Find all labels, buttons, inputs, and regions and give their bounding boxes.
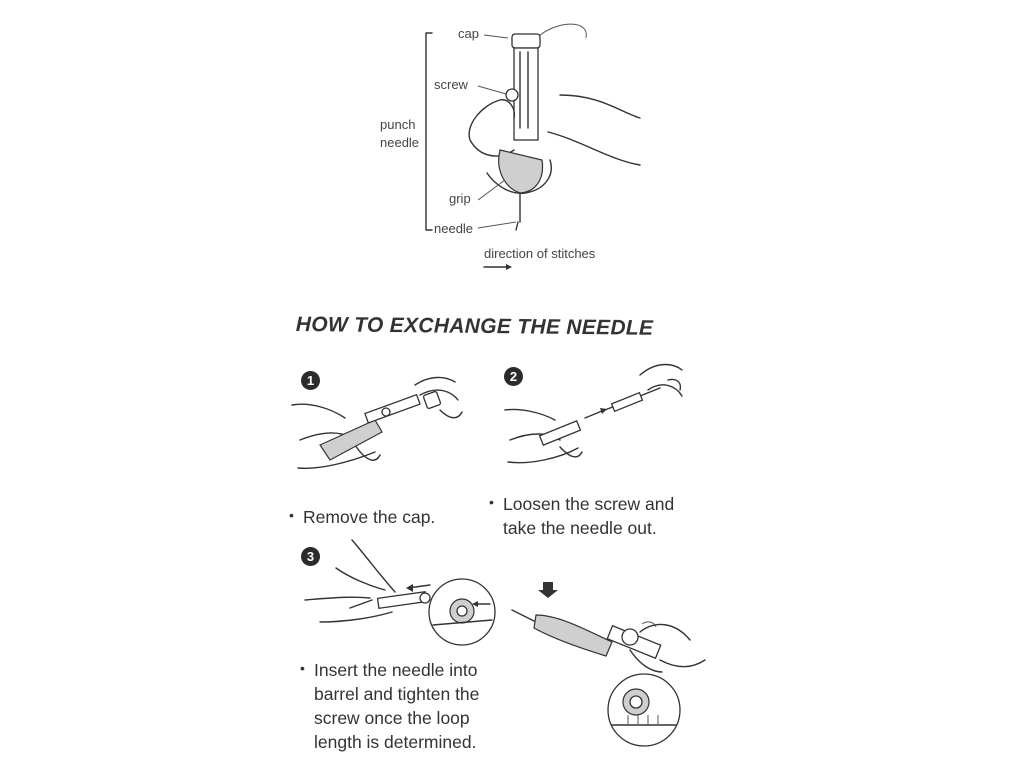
step-2-instruction: • Loosen the screw and take the needle o… — [489, 492, 675, 540]
step-3-illustration — [304, 539, 496, 646]
label-screw: screw — [434, 77, 468, 92]
step-3-instruction: • Insert the needle into barrel and tigh… — [300, 658, 480, 754]
step-3-line-4: length is determined. — [314, 732, 477, 752]
label-direction: direction of stitches — [484, 246, 596, 261]
label-needle-word: needle — [380, 135, 420, 150]
step-3-line-2: barrel and tighten the — [314, 684, 480, 704]
step-3-line-3: screw once the loop — [314, 708, 470, 728]
step-2-line-1: Loosen the screw and — [503, 494, 675, 514]
step-3-line-1: Insert the needle into — [314, 660, 478, 680]
label-punch: punch — [380, 117, 416, 132]
step-1-instruction: • Remove the cap. — [289, 505, 436, 529]
step-2-line-2: take the needle out. — [503, 518, 657, 538]
bullet: • — [489, 494, 494, 510]
step-2-illustration — [504, 363, 683, 464]
step-2-number: 2 — [504, 367, 523, 386]
bullet: • — [289, 507, 294, 523]
step-1-number: 1 — [301, 371, 320, 390]
label-cap: cap — [458, 26, 479, 41]
step-3-number: 3 — [301, 547, 320, 566]
bullet: • — [300, 660, 305, 676]
step-1-text: Remove the cap. — [303, 507, 436, 527]
step-1-illustration — [291, 376, 463, 470]
step-3-tighten-illustration — [511, 582, 706, 747]
label-needle: needle — [434, 221, 474, 236]
label-grip: grip — [449, 191, 471, 206]
